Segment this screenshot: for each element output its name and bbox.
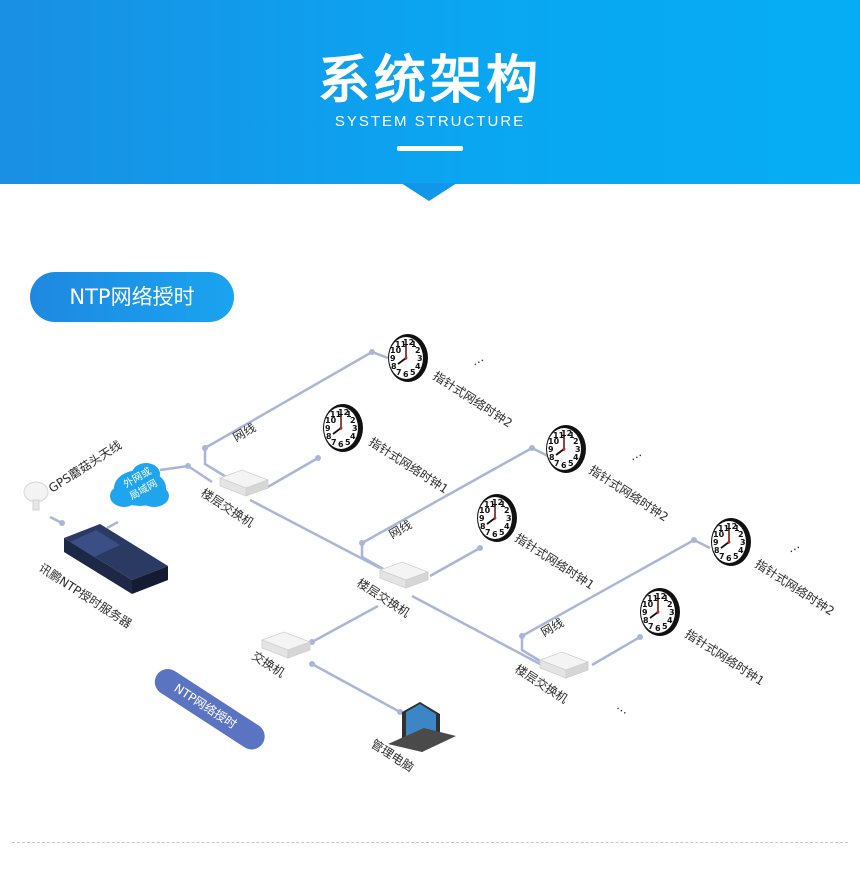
ellipsis-3: …: [785, 537, 802, 555]
clock1-label-1: 指针式网络时钟1: [366, 434, 451, 496]
connection-nodes: [59, 349, 697, 715]
access-switch: [261, 631, 311, 659]
clock-icon: [322, 403, 364, 453]
ntp-badge: NTP网络授时: [154, 668, 265, 750]
clock-icon: [476, 493, 518, 543]
link-switch-trunk: [249, 498, 381, 570]
link-server-cloud: [106, 520, 119, 530]
link-switch-clock2-a: [203, 350, 389, 480]
antenna-label: GPS蘑菇头天线: [46, 438, 124, 496]
clock-icon: [545, 424, 587, 474]
cable-label-3: 网线: [539, 615, 567, 639]
ellipsis-2: …: [627, 445, 644, 463]
link-switch-trunk-2: [411, 594, 541, 666]
link-access-pc: [311, 662, 401, 714]
page-title: 系统架构: [317, 51, 542, 111]
floor-switch-1: [219, 469, 269, 497]
title-underline: [397, 146, 463, 151]
cloud-icon: [110, 463, 169, 507]
link-switch-clock1-b: [429, 546, 481, 578]
cable-label-2: 网线: [387, 517, 415, 541]
floor-switch-2: [379, 561, 429, 589]
floor-switch-3: [539, 651, 589, 679]
section-label: NTP网络授时: [30, 272, 234, 322]
connection-lines: [49, 350, 711, 714]
link-switch-clock1-a: [265, 456, 319, 490]
page-subtitle: SYSTEM STRUCTURE: [334, 113, 526, 130]
clock-icon: [710, 517, 752, 567]
laptop-icon: [388, 702, 456, 752]
ellipsis-1: …: [469, 350, 486, 368]
clock1-label-2: 指针式网络时钟1: [512, 530, 597, 592]
bottom-divider: [12, 842, 848, 843]
ellipsis-4: …: [614, 699, 632, 717]
clock2-label-1: 指针式网络时钟2: [430, 368, 515, 430]
ntp-server-rack: [64, 524, 168, 594]
link-switch-clock2-b: [360, 446, 549, 572]
gps-antenna: [23, 481, 49, 511]
link-switch-access: [311, 604, 379, 644]
cable-label-1: 网线: [231, 420, 259, 444]
link-switch-clock1-c: [591, 635, 641, 667]
clock2-label-3: 指针式网络时钟2: [752, 556, 837, 618]
clock1-label-3: 指针式网络时钟1: [682, 626, 767, 688]
clock2-label-2: 指针式网络时钟2: [586, 462, 671, 524]
header-banner: [0, 0, 860, 184]
clock-icon: [639, 587, 681, 637]
link-cloud-switch: [159, 464, 213, 484]
banner-notch: [401, 183, 457, 201]
clock-icon: [387, 333, 429, 383]
